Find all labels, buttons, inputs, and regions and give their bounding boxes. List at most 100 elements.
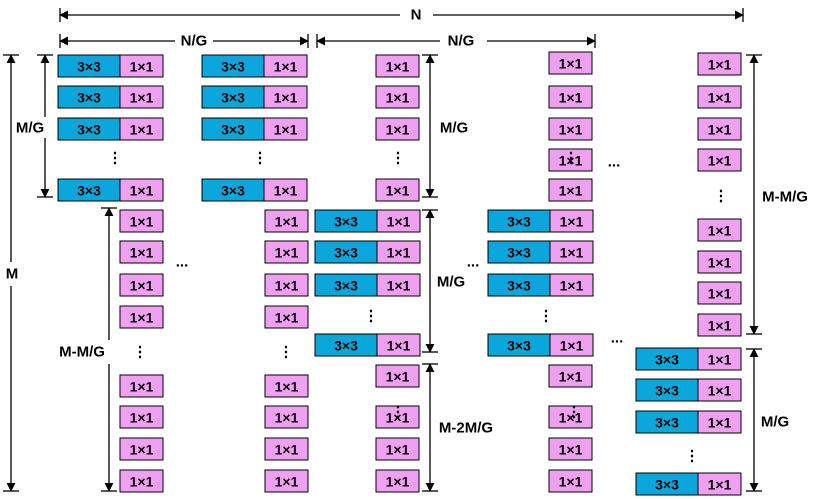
conv1x1-block-label: 1×1 [560, 338, 584, 354]
conv1x1-block [119, 305, 164, 329]
vertical-ellipsis: ⋮ [253, 150, 268, 167]
conv3x3-block-label: 3×3 [507, 214, 531, 230]
conv1x1-block-label: 1×1 [386, 369, 410, 385]
vertical-ellipsis: ⋮ [133, 344, 148, 361]
conv1x1-block [264, 405, 309, 429]
vertical-ellipsis: ⋮ [391, 404, 406, 421]
conv3x3-block-label: 3×3 [77, 122, 101, 138]
conv1x1-block [548, 405, 593, 429]
conv1x1-block-label: 1×1 [130, 90, 154, 106]
conv1x1-block [263, 85, 308, 109]
conv3x3-block-label: 3×3 [507, 278, 531, 294]
conv1x1-block-label: 1×1 [708, 153, 732, 169]
conv1x1-block [375, 178, 420, 202]
conv1x1-block-label: 1×1 [559, 369, 583, 385]
conv1x1-block [548, 117, 593, 141]
conv3x3-block-label: 3×3 [655, 477, 679, 493]
conv1x1-block-label: 1×1 [708, 255, 732, 271]
horizontal-ellipsis: ... [176, 254, 189, 271]
conv1x1-block [376, 240, 421, 264]
conv1x1-block-label: 1×1 [130, 245, 154, 261]
conv1x1-block [548, 178, 593, 202]
conv1x1-block [697, 52, 742, 76]
conv1x1-block-label: 1×1 [275, 214, 299, 230]
label-ng-2: N/G [448, 33, 475, 50]
conv1x1-block-label: 1×1 [274, 122, 298, 138]
conv3x3-block-label: 3×3 [221, 90, 245, 106]
conv3x3-block-label: 3×3 [221, 183, 245, 199]
horizontal-ellipsis: ... [611, 330, 624, 347]
label-mg-left: M/G [16, 120, 44, 137]
conv1x1-block [119, 437, 164, 461]
conv1x1-block-label: 1×1 [275, 474, 299, 490]
label-m2mg: M-2M/G [439, 420, 493, 437]
conv1x1-block [119, 85, 164, 109]
conv1x1-block-label: 1×1 [274, 59, 298, 75]
conv1x1-block-label: 1×1 [559, 153, 583, 169]
conv1x1-block-label: 1×1 [387, 278, 411, 294]
vertical-ellipsis: ⋮ [391, 150, 406, 167]
vertical-ellipsis: ⋮ [685, 448, 700, 465]
conv1x1-block [697, 218, 742, 242]
conv1x1-block [697, 313, 742, 337]
conv1x1-block [119, 469, 164, 493]
conv1x1-block-label: 1×1 [386, 410, 410, 426]
conv1x1-block [375, 437, 420, 461]
conv1x1-block [119, 240, 164, 264]
conv1x1-block-label: 1×1 [387, 338, 411, 354]
conv1x1-block [264, 305, 309, 329]
conv1x1-block-label: 1×1 [559, 56, 583, 72]
conv1x1-block [264, 469, 309, 493]
conv3x3-block-label: 3×3 [77, 90, 101, 106]
conv1x1-block-label: 1×1 [275, 379, 299, 395]
conv1x1-block-label: 1×1 [275, 310, 299, 326]
conv1x1-block-label: 1×1 [386, 474, 410, 490]
conv3x3-block-label: 3×3 [334, 245, 358, 261]
conv1x1-block [263, 178, 308, 202]
conv1x1-block [548, 85, 593, 109]
horizontal-ellipsis: ... [608, 154, 621, 171]
conv1x1-block [549, 273, 594, 297]
label-n: N [411, 7, 422, 24]
conv1x1-block [263, 117, 308, 141]
vertical-ellipsis: ⋮ [279, 344, 294, 361]
conv1x1-block [549, 209, 594, 233]
conv1x1-block-label: 1×1 [708, 383, 732, 399]
conv1x1-block [697, 281, 742, 305]
label-mmg-right: M-M/G [762, 189, 808, 206]
conv1x1-block [119, 178, 164, 202]
conv1x1-block-label: 1×1 [275, 442, 299, 458]
conv1x1-block-label: 1×1 [559, 474, 583, 490]
conv1x1-block [375, 364, 420, 388]
conv1x1-block-label: 1×1 [559, 183, 583, 199]
conv1x1-block [375, 117, 420, 141]
conv3x3-block-label: 3×3 [655, 383, 679, 399]
conv1x1-block-label: 1×1 [130, 122, 154, 138]
conv1x1-block-label: 1×1 [387, 245, 411, 261]
vertical-ellipsis: ⋮ [364, 308, 379, 325]
conv1x1-block-label: 1×1 [130, 442, 154, 458]
conv1x1-block [376, 333, 421, 357]
conv1x1-block [697, 148, 742, 172]
conv3x3-block-label: 3×3 [334, 278, 358, 294]
conv3x3-block-label: 3×3 [334, 338, 358, 354]
conv1x1-block-label: 1×1 [560, 245, 584, 261]
label-m: M [6, 266, 19, 283]
conv1x1-block-label: 1×1 [708, 90, 732, 106]
conv1x1-block-label: 1×1 [386, 442, 410, 458]
conv1x1-block [375, 405, 420, 429]
conv1x1-block [548, 51, 593, 75]
conv1x1-block [119, 273, 164, 297]
label-ng-1: N/G [181, 33, 208, 50]
conv1x1-block [697, 250, 742, 274]
conv1x1-block-label: 1×1 [275, 410, 299, 426]
vertical-ellipsis: ⋮ [539, 308, 554, 325]
conv1x1-block [264, 273, 309, 297]
label-mg-right: M/G [761, 414, 789, 431]
conv1x1-block [697, 117, 742, 141]
conv1x1-block-label: 1×1 [708, 352, 732, 368]
conv1x1-block-label: 1×1 [708, 477, 732, 493]
conv1x1-block-label: 1×1 [386, 59, 410, 75]
conv1x1-block-label: 1×1 [386, 122, 410, 138]
